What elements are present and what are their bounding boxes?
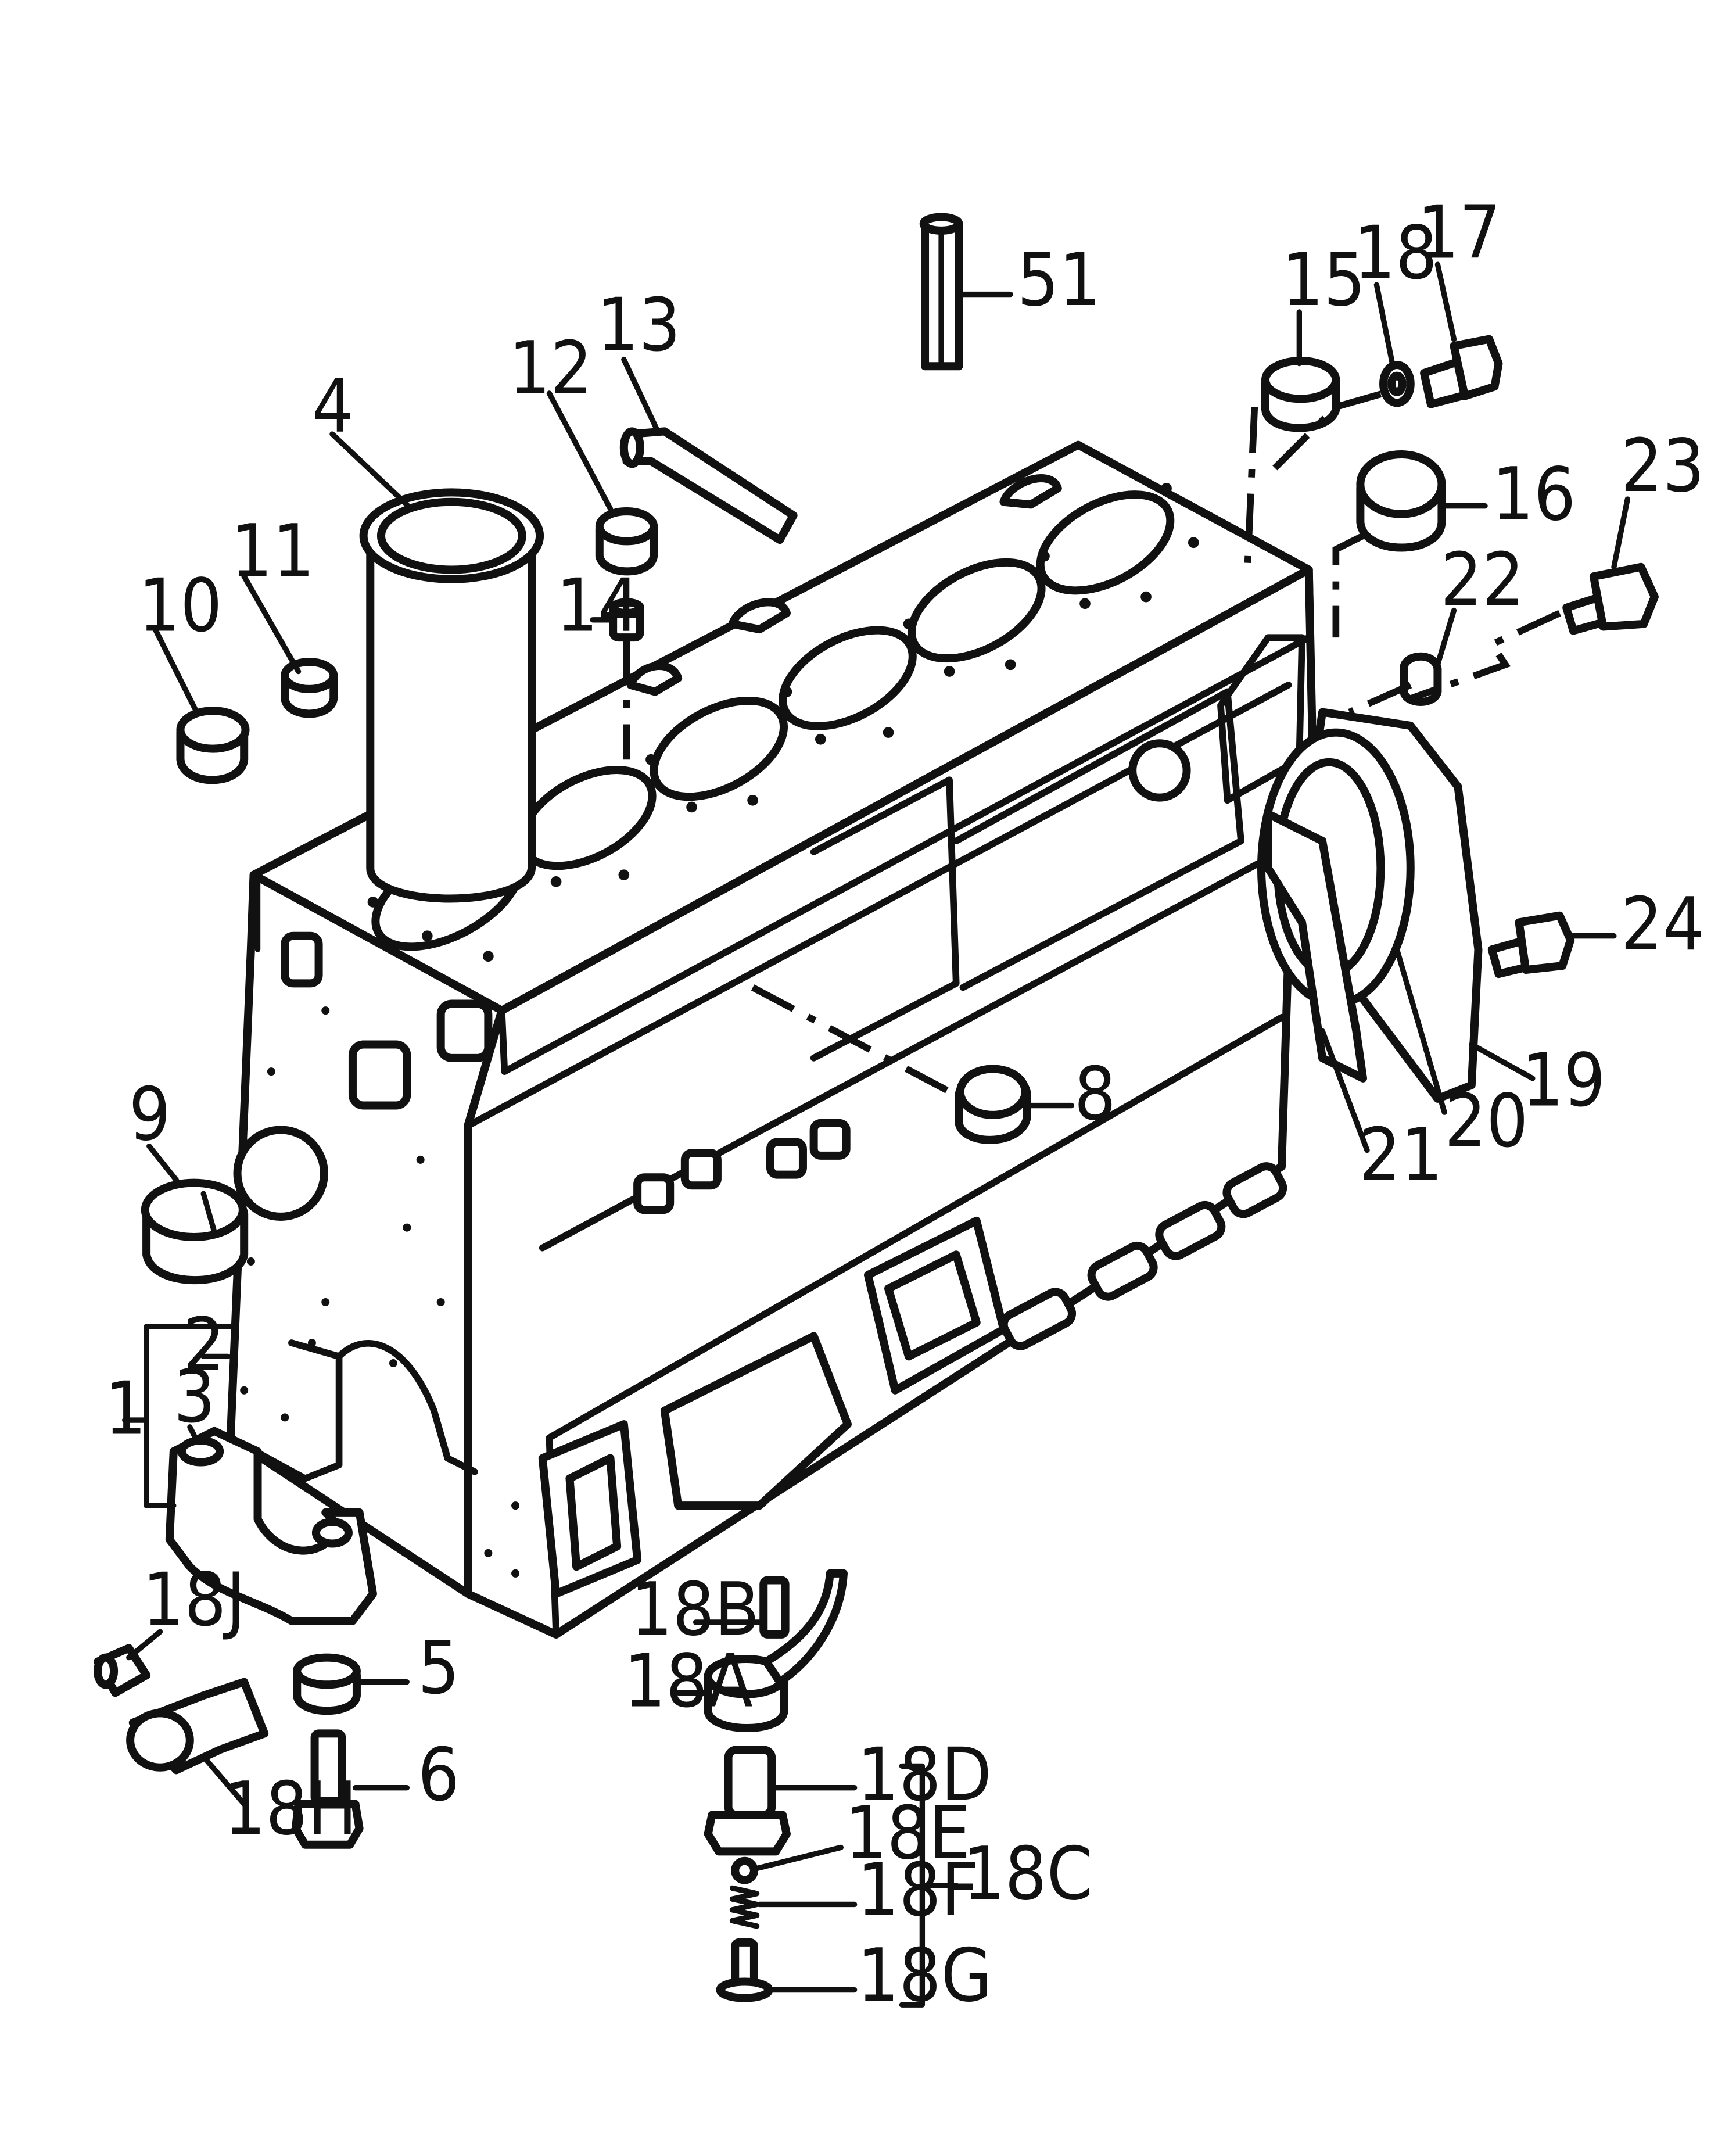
part-5-washer [293, 1653, 361, 1715]
label-1: 1 [105, 1365, 146, 1451]
label-20: 20 [1444, 1078, 1528, 1164]
part-18B-pin [759, 1576, 790, 1639]
label-18H: 18H [224, 1766, 357, 1851]
part-17-bolt [1420, 335, 1503, 408]
label-4: 4 [312, 363, 354, 449]
part-8-plug [955, 1065, 1031, 1144]
label-18B: 18B [630, 1567, 759, 1652]
label-17: 17 [1417, 190, 1501, 275]
part-18D-valve-body [704, 1746, 791, 1856]
label-5: 5 [418, 1625, 460, 1710]
part-51-roll-pin [919, 213, 963, 371]
part-18A-fitting [704, 1569, 848, 1732]
label-19: 19 [1522, 1038, 1605, 1123]
label-3: 3 [174, 1353, 216, 1439]
part-18-washer [1379, 360, 1415, 407]
label-16: 16 [1492, 451, 1576, 537]
part-13-tube [619, 427, 798, 544]
label-14: 14 [556, 562, 640, 648]
label-9: 9 [129, 1071, 171, 1157]
label-18C: 18C [963, 1831, 1092, 1916]
part-15-cap [1261, 356, 1340, 432]
part-9-bushing [141, 1178, 249, 1284]
label-21: 21 [1359, 1112, 1443, 1198]
label-18G: 18G [857, 1933, 992, 2018]
label-51: 51 [1017, 237, 1101, 322]
label-22: 22 [1440, 537, 1524, 622]
label-6: 6 [418, 1732, 460, 1818]
part-18G-plunger [716, 1938, 773, 2002]
label-18J: 18J [142, 1557, 246, 1643]
label-8: 8 [1074, 1051, 1116, 1137]
label-18D: 18D [857, 1732, 992, 1818]
part-12-plug [595, 507, 658, 576]
label-18: 18 [1354, 210, 1437, 296]
label-11: 11 [231, 508, 314, 594]
part-4-cylinder-liner [359, 488, 544, 903]
label-10: 10 [138, 562, 222, 648]
part-18H-shaft [126, 1678, 269, 1775]
label-13: 13 [597, 282, 680, 367]
label-24: 24 [1621, 881, 1705, 967]
callout-labels: 51 13 12 4 11 10 14 15 18 17 16 23 22 24… [105, 190, 1705, 2019]
part-16-cap [1356, 450, 1446, 552]
part-21-gasket [1264, 809, 1368, 1083]
part-18F-spring [729, 1885, 760, 1929]
label-18F: 18F [857, 1847, 979, 1933]
part-3-bearing-cap [165, 1427, 377, 1625]
assembly-lines [623, 390, 1561, 1102]
part-11-plug [281, 658, 338, 718]
label-15: 15 [1282, 237, 1365, 322]
part-24-bolt [1487, 911, 1575, 979]
label-12: 12 [508, 325, 592, 411]
label-23: 23 [1621, 423, 1705, 508]
label-18A: 18A [624, 1639, 753, 1724]
part-18J-pin [94, 1644, 151, 1697]
part-6-bolt [291, 1729, 364, 1849]
part-23-bolt [1562, 562, 1659, 635]
leader-lines [122, 261, 1630, 2008]
part-18E-ball [731, 1856, 758, 1884]
label-2: 2 [183, 1302, 225, 1388]
part-10-plug [176, 707, 250, 784]
label-18E: 18E [845, 1790, 970, 1876]
